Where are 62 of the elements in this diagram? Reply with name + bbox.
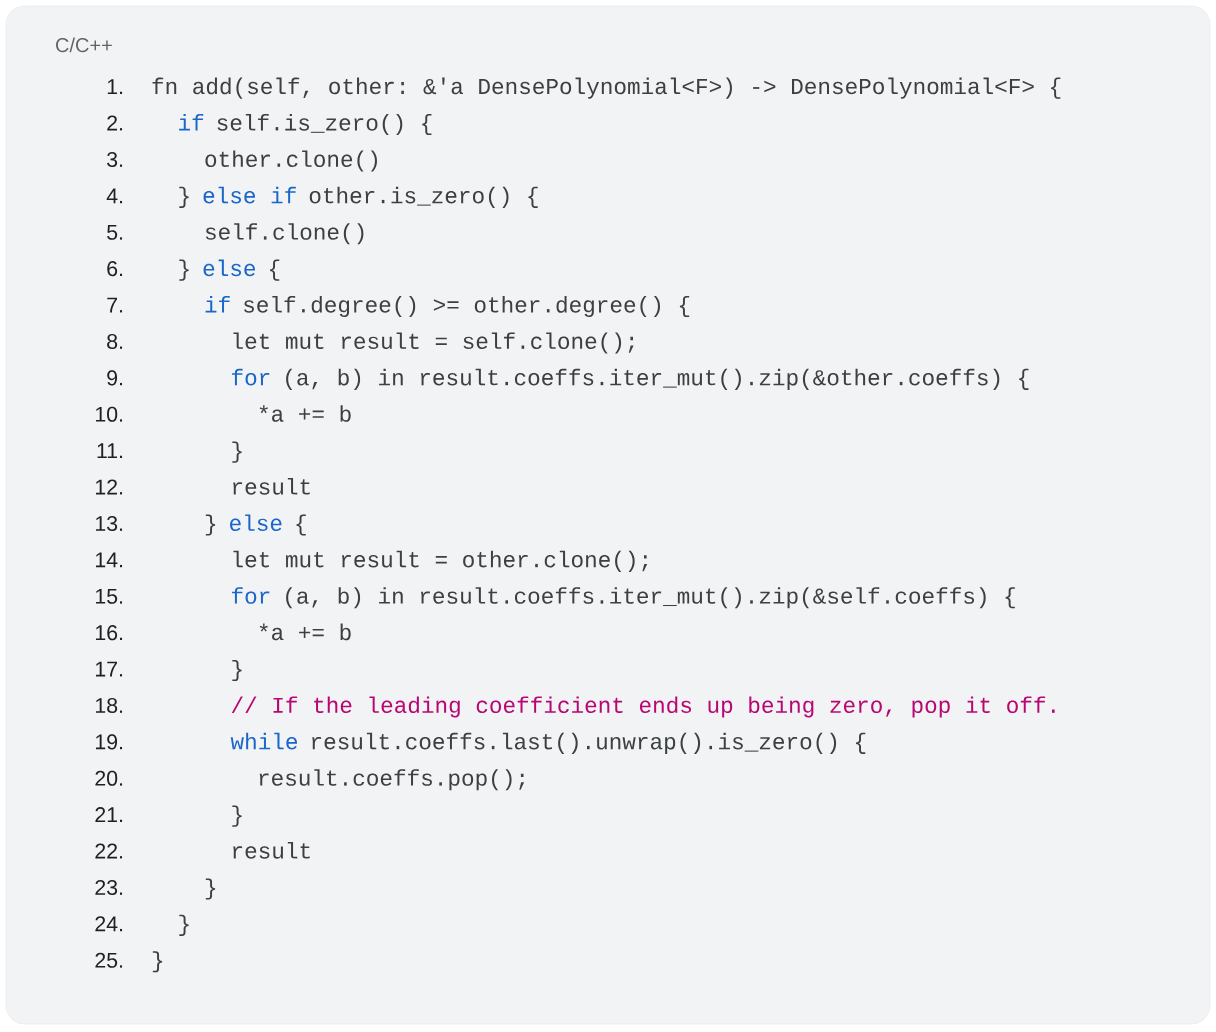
line-number: 18. [96, 697, 123, 713]
code-text: } [232, 805, 242, 827]
code-text: (a, b) in result.coeffs.iter_mut().zip(&self.coeffs) { [286, 587, 1015, 609]
code-text: { [270, 259, 280, 281]
line-number: 14. [96, 552, 123, 568]
code-text: result.coeffs.last().unwrap().is_zero() { [312, 732, 866, 754]
line-number: 11. [97, 443, 123, 458]
code-text: (a, b) in result.coeffs.iter_mut().zip(&other.coeffs) { [286, 368, 1029, 390]
code-text: *a += b [259, 623, 351, 641]
code-text: } [205, 878, 216, 900]
line-number: 21. [95, 807, 123, 822]
line-number: 5. [107, 224, 123, 240]
code-text: fn add(self, other: &'a DensePolynomial<F>) -> DensePolynomial<F> { [152, 77, 1061, 99]
line-number: 1. [107, 79, 123, 94]
line-number: 15. [96, 588, 123, 604]
code-text: other.clone() [205, 150, 377, 172]
line-number: 10. [96, 406, 123, 422]
keyword: while [230, 732, 297, 750]
line-number: 4. [106, 188, 123, 204]
code-text: } [179, 259, 189, 281]
line-number: 3. [107, 151, 123, 167]
line-number: 6. [107, 261, 123, 277]
line-number: 16. [96, 625, 123, 641]
line-number: 17. [96, 661, 123, 677]
language-label: C/C++ [56, 37, 112, 53]
code-text: } [205, 514, 216, 536]
code-text: result.coeffs.pop(); [259, 769, 525, 791]
code-text: } [232, 660, 242, 682]
keyword: for [232, 368, 270, 386]
code-text: *a += b [259, 405, 351, 422]
line-number: 23. [95, 879, 123, 895]
code-text: let mut result = self.clone(); [233, 332, 634, 354]
code-text: let mut result = other.clone(); [233, 550, 648, 572]
code-text: } [179, 914, 189, 936]
line-number: 22. [95, 843, 123, 859]
line-number: 13. [96, 515, 123, 531]
code-text: } [179, 186, 189, 208]
line-number: 2. [107, 115, 123, 131]
keyword: else [203, 259, 255, 277]
keyword: else [230, 514, 282, 532]
keyword: else if [203, 186, 296, 204]
line-number: 19. [96, 734, 123, 750]
code-text: } [152, 951, 163, 973]
code-text: { [296, 514, 306, 536]
keyword: for [232, 587, 270, 604]
line-number: 20. [95, 770, 123, 786]
line-number: 7. [107, 297, 123, 313]
code-text: self.clone() [205, 223, 364, 245]
keyword: if [205, 296, 230, 313]
code-text: other.is_zero() { [309, 186, 538, 208]
line-number: 9. [107, 370, 123, 386]
line-number: 25. [95, 952, 123, 968]
line-number: 8. [107, 333, 123, 349]
code-text: self.degree() >= other.degree() { [244, 296, 690, 318]
code-text: } [232, 441, 242, 463]
line-number: 12. [96, 479, 123, 495]
line-number: 24. [95, 916, 123, 932]
code-comment: // If the leading coefficient ends up being zero, pop it off. [231, 696, 1055, 718]
code-text: result [233, 842, 310, 859]
code-text: self.is_zero() { [217, 114, 432, 136]
code-text: result [233, 478, 310, 495]
keyword: if [179, 114, 204, 131]
